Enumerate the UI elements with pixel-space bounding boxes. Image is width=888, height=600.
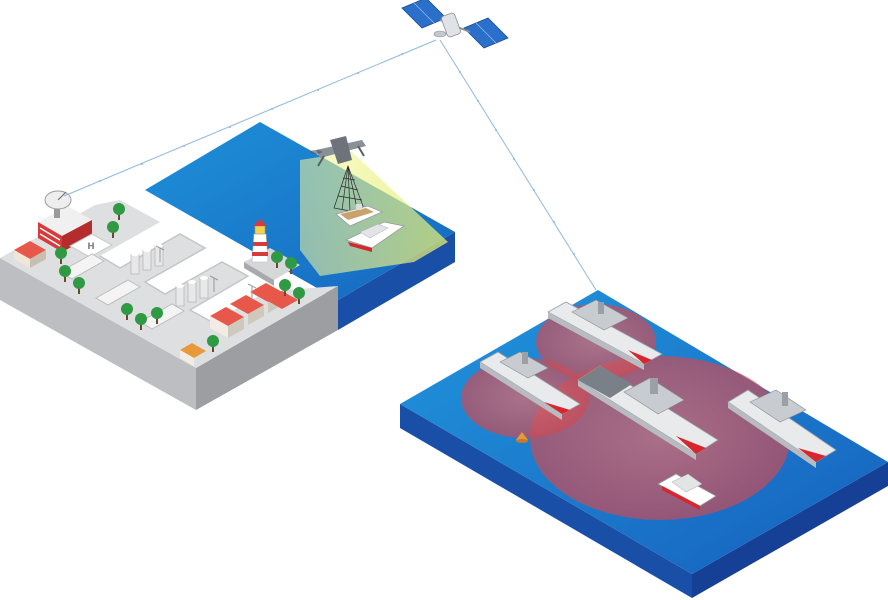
drone-icon bbox=[310, 136, 366, 167]
coverage-zone-left bbox=[461, 358, 589, 438]
tree bbox=[207, 335, 219, 352]
satellite-dish-icon bbox=[44, 190, 72, 210]
warship-top bbox=[547, 299, 663, 370]
tree bbox=[293, 287, 305, 304]
sea-side-right bbox=[692, 462, 888, 598]
radar-coverage bbox=[461, 304, 790, 520]
satellite-icon bbox=[401, 0, 509, 49]
tree bbox=[73, 277, 85, 294]
patrol-boat-sea bbox=[657, 473, 717, 510]
port-land-side-left bbox=[0, 258, 196, 410]
satellite-links bbox=[63, 39, 597, 291]
tree bbox=[113, 203, 125, 220]
tree bbox=[59, 265, 71, 282]
sea-side-left bbox=[400, 404, 692, 598]
building bbox=[14, 241, 46, 268]
trees bbox=[55, 203, 305, 352]
buoy-icon bbox=[516, 432, 528, 443]
port-buildings bbox=[14, 241, 298, 366]
building bbox=[230, 295, 264, 325]
warship-left bbox=[479, 351, 581, 420]
tree bbox=[107, 221, 119, 238]
link-to-ground-station bbox=[63, 39, 437, 197]
warship-flagship bbox=[577, 365, 719, 460]
tree bbox=[151, 307, 163, 324]
helipad: H bbox=[68, 233, 114, 258]
building bbox=[266, 291, 298, 309]
wind-turbines bbox=[155, 245, 257, 300]
tree bbox=[55, 247, 67, 264]
building bbox=[210, 307, 244, 338]
link-data-dots bbox=[99, 53, 575, 255]
lighthouse-icon bbox=[251, 219, 269, 263]
storage-tanks bbox=[130, 244, 209, 307]
warship-right bbox=[727, 389, 837, 468]
lighthouse-jetty-side bbox=[244, 262, 274, 286]
helipad-mark: H bbox=[87, 242, 95, 252]
link-to-fleet bbox=[439, 39, 597, 291]
tree bbox=[279, 279, 291, 296]
port-sea-side-right bbox=[338, 232, 455, 330]
fishing-boat bbox=[335, 204, 384, 227]
coverage-zone-large bbox=[530, 356, 790, 520]
tree bbox=[271, 251, 283, 268]
patrol-speedboat bbox=[344, 221, 406, 252]
tree bbox=[285, 257, 297, 274]
tree bbox=[121, 303, 133, 320]
tree bbox=[135, 313, 147, 330]
port-land-side-right bbox=[196, 286, 338, 410]
building bbox=[180, 343, 206, 366]
